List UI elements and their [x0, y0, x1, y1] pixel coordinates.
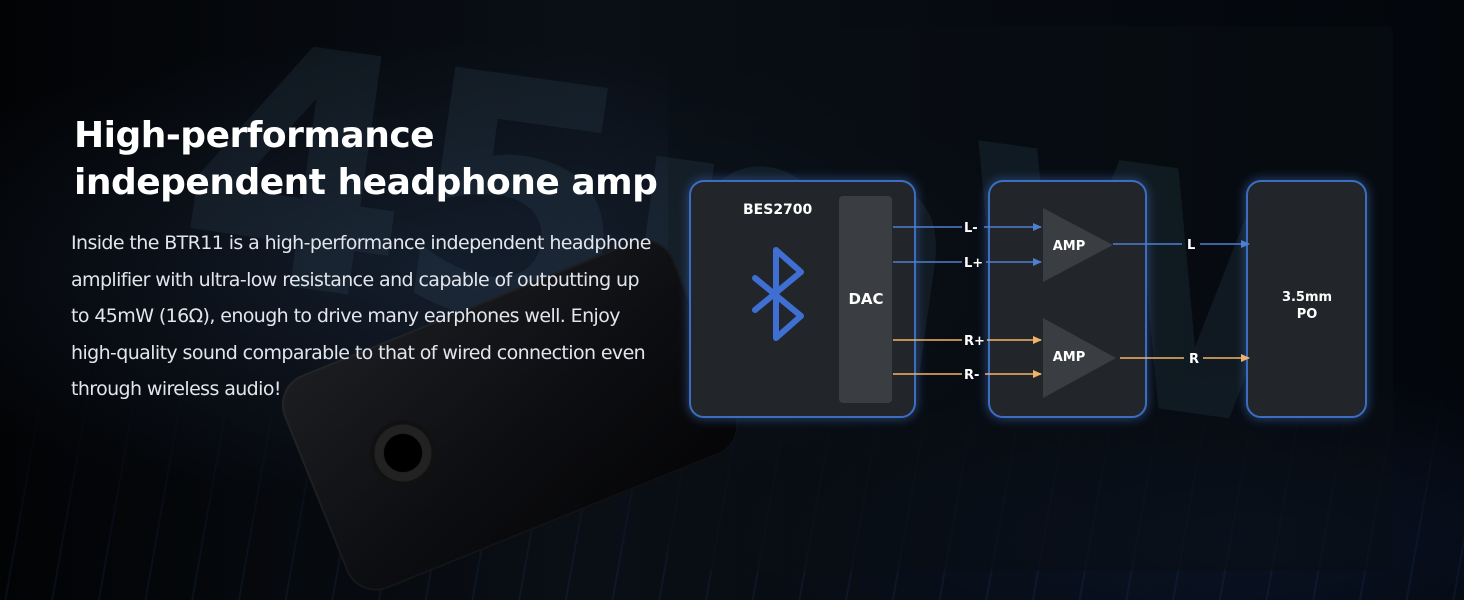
amp-top-label: AMP — [1053, 239, 1086, 254]
bluetooth-icon — [752, 247, 804, 341]
signal-label-r-plus: R+ — [964, 334, 985, 349]
output-label-line-1: 3.5mm — [1282, 290, 1332, 305]
headline: High-performance independent headphone a… — [74, 112, 674, 206]
output-label-line-2: PO — [1297, 307, 1318, 322]
signal-label-r-out: R — [1189, 352, 1199, 367]
output-box — [1246, 180, 1367, 418]
headline-line-1: High-performance — [74, 115, 435, 156]
signal-label-l-out: L — [1187, 238, 1195, 253]
amp-bottom-triangle — [1043, 318, 1116, 398]
amp-top-triangle — [1043, 208, 1113, 282]
dac-block — [839, 196, 892, 403]
chip-label: BES2700 — [743, 202, 813, 218]
headline-line-2: independent headphone amp — [74, 162, 658, 203]
description: Inside the BTR11 is a high-performance i… — [71, 232, 651, 401]
signal-label-l-minus: L- — [964, 221, 978, 236]
signal-label-l-plus: L+ — [964, 256, 983, 271]
dac-label: DAC — [848, 290, 883, 308]
signal-label-r-minus: R- — [964, 368, 979, 383]
amp-bottom-label: AMP — [1053, 350, 1086, 365]
